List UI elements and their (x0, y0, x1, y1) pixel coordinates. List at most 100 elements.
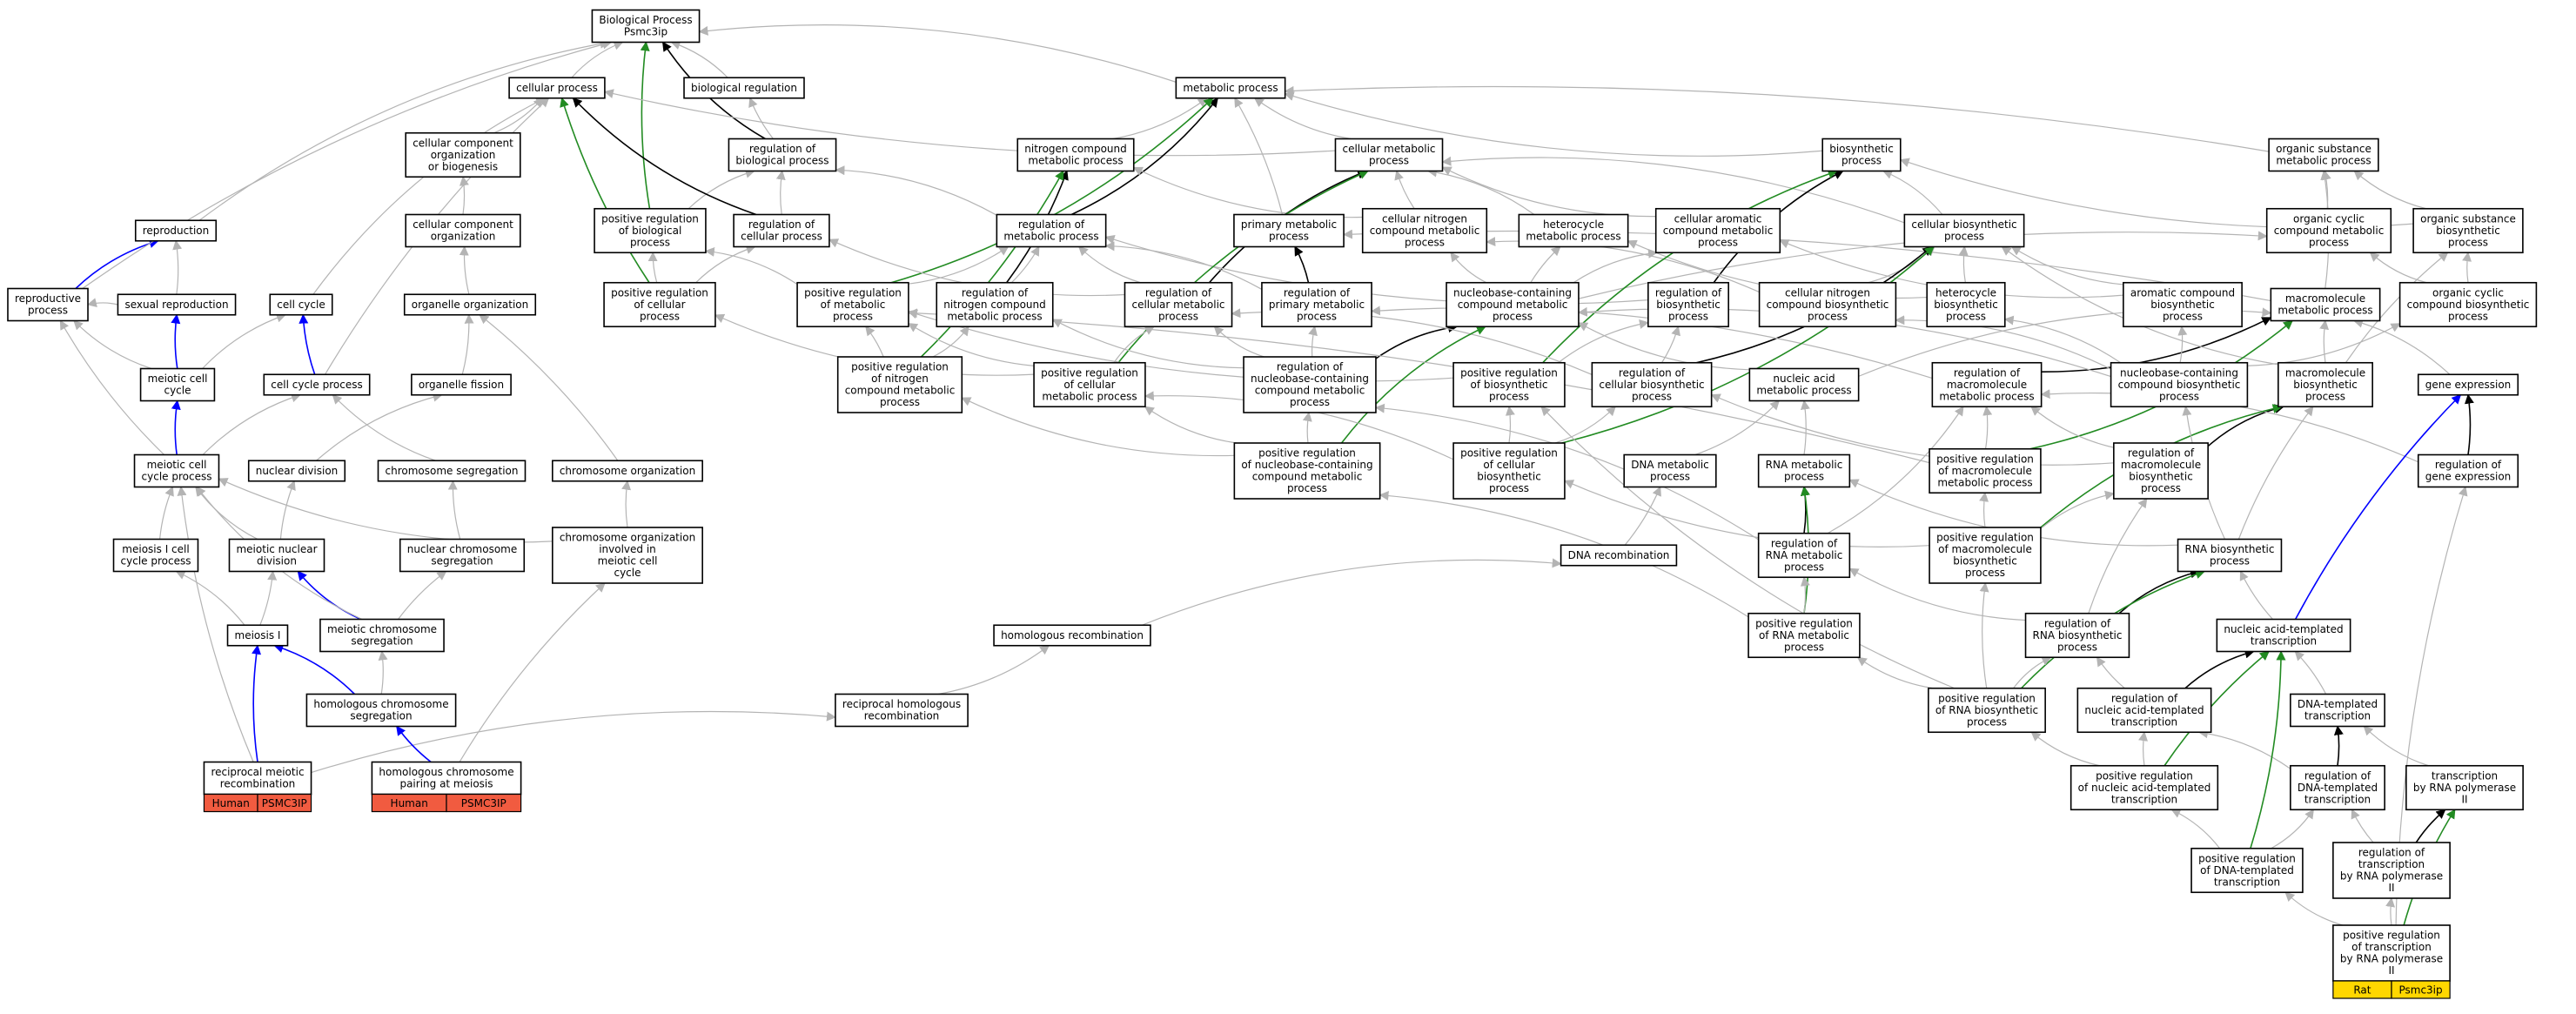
node-label-line: RNA metabolic (1766, 459, 1843, 471)
go-term-node-reg_nucleobase_containing_compound_metabolic_process[interactable]: regulation ofnucleobase-containingcompou… (1243, 356, 1377, 413)
edge-is-a (1577, 322, 1750, 371)
go-term-node-metabolic_process[interactable]: metabolic process (1175, 77, 1286, 99)
node-label-line: process (1650, 471, 1690, 483)
go-term-node-reg_macromolecule_biosynthetic_process[interactable]: regulation ofmacromoleculebiosyntheticpr… (2113, 442, 2209, 500)
go-term-node-cellular_process[interactable]: cellular process (508, 77, 606, 99)
go-term-node-biological_regulation[interactable]: biological regulation (683, 77, 805, 99)
go-term-node-meiosis_i[interactable]: meiosis I (226, 624, 289, 647)
go-term-node-chromosome_segregation[interactable]: chromosome segregation (377, 460, 527, 482)
node-label-line: by RNA polymerase (2413, 782, 2516, 794)
node-label-line: of RNA biosynthetic (1935, 704, 2038, 716)
node-label-line: nucleic acid-templated (2084, 704, 2204, 716)
go-term-node-sexual_reproduction[interactable]: sexual reproduction (117, 293, 237, 316)
go-term-node-cell_cycle[interactable]: cell cycle (269, 293, 333, 316)
edge-is-a (571, 40, 624, 78)
node-label-line: DNA metabolic (1631, 459, 1709, 471)
node-label-line: meiotic cell (147, 459, 207, 471)
edge-is-a (1624, 486, 1661, 546)
go-term-node-homologous_recombination[interactable]: homologous recombination (993, 624, 1151, 647)
go-term-node-gene_expression[interactable]: gene expression (2417, 373, 2519, 396)
edge-is-a (961, 397, 1235, 457)
go-term-node-cell_cycle_process[interactable]: cell cycle process (263, 373, 371, 396)
go-term-node-organelle_organization[interactable]: organelle organization (403, 293, 537, 316)
go-term-node-dna_recombination[interactable]: DNA recombination (1560, 544, 1678, 567)
go-term-node-chromosome_organization[interactable]: chromosome organization (552, 460, 703, 482)
go-term-node-nuclear_division[interactable]: nuclear division (247, 460, 346, 482)
go-term-node-reproduction[interactable]: reproduction (134, 219, 218, 242)
go-term-node-organelle_fission[interactable]: organelle fission (411, 373, 512, 396)
